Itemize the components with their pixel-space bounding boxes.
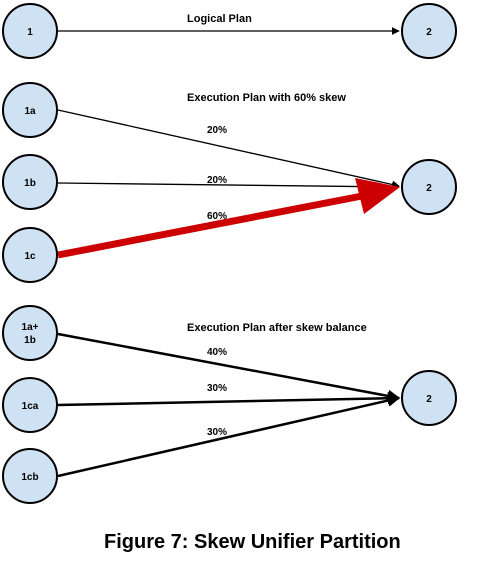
skew-dest-label: 2 bbox=[426, 183, 432, 194]
skew-plan-title: Execution Plan with 60% skew bbox=[187, 92, 346, 104]
edge-1ab-label: 40% bbox=[207, 347, 227, 358]
node-1cb: 1cb bbox=[2, 448, 58, 504]
skew-dest-node: 2 bbox=[401, 159, 457, 215]
edge-1a-to-2 bbox=[57, 109, 400, 189]
edge-1c-label: 60% bbox=[207, 211, 227, 222]
node-1b-label: 1b bbox=[24, 178, 36, 189]
logical-source-node: 1 bbox=[2, 3, 58, 59]
balanced-dest-label: 2 bbox=[426, 394, 432, 405]
node-1a: 1a bbox=[2, 82, 58, 138]
edge-1b-to-2 bbox=[57, 182, 400, 191]
logical-dest-label: 2 bbox=[426, 27, 432, 38]
skew-arrow-head bbox=[355, 178, 400, 214]
balanced-plan-title: Execution Plan after skew balance bbox=[187, 322, 367, 334]
balanced-plan-section: Execution Plan after skew balance 40% 30… bbox=[2, 305, 457, 504]
node-1c: 1c bbox=[2, 227, 58, 283]
logical-plan-section: Logical Plan 1 2 bbox=[2, 3, 457, 59]
node-1cb-label: 1cb bbox=[21, 472, 38, 483]
node-1ca-label: 1ca bbox=[22, 401, 39, 412]
node-1ab: 1a+ 1b bbox=[2, 305, 58, 361]
logical-dest-node: 2 bbox=[401, 3, 457, 59]
logical-plan-title: Logical Plan bbox=[187, 13, 252, 25]
edge-1cb-label: 30% bbox=[207, 427, 227, 438]
logical-source-label: 1 bbox=[27, 27, 33, 38]
edge-1ab-to-2 bbox=[57, 332, 401, 403]
node-1a-label: 1a bbox=[24, 106, 36, 117]
figure-caption: Figure 7: Skew Unifier Partition bbox=[104, 531, 401, 553]
skew-plan-section: Execution Plan with 60% skew 20% 20% 60%… bbox=[2, 82, 457, 283]
node-1c-label: 1c bbox=[24, 251, 36, 262]
edge-1b-label: 20% bbox=[207, 175, 227, 186]
edge-1a-label: 20% bbox=[207, 125, 227, 136]
node-1b: 1b bbox=[2, 154, 58, 210]
node-1ca: 1ca bbox=[2, 377, 58, 433]
edge-1ca-label: 30% bbox=[207, 383, 227, 394]
edge-1c-to-2 bbox=[57, 178, 400, 259]
balanced-dest-node: 2 bbox=[401, 370, 457, 426]
edge-1cb-to-2 bbox=[57, 394, 401, 478]
node-1ab-label-line1: 1a+ bbox=[22, 322, 39, 333]
node-1ab-label-line2: 1b bbox=[24, 335, 36, 346]
edge-1ca-to-2 bbox=[57, 391, 401, 407]
